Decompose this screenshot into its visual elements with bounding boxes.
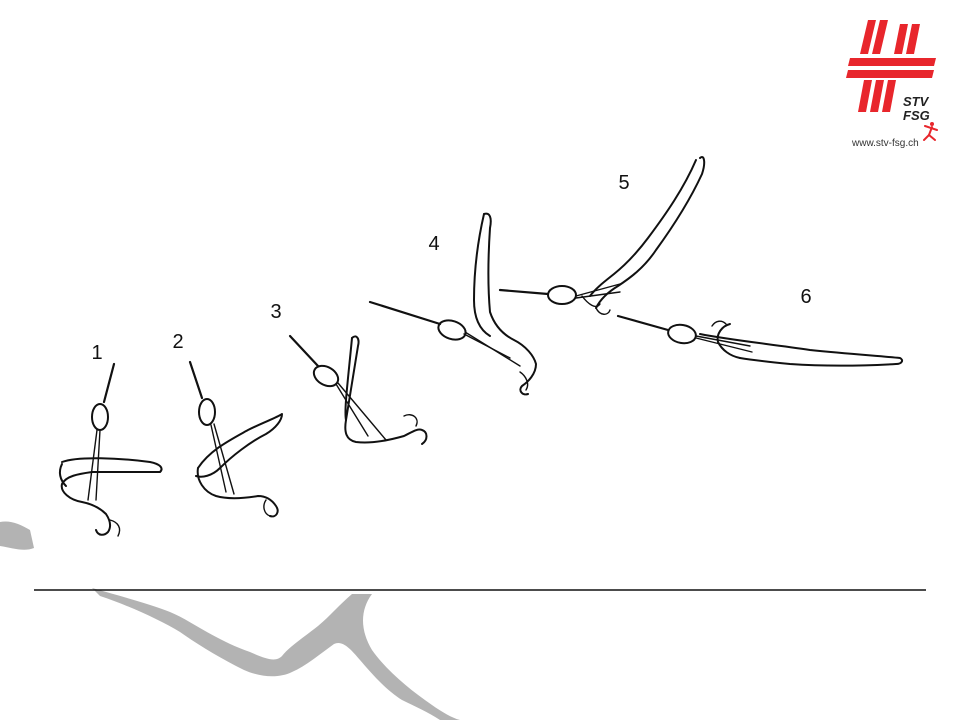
step-label-4: 4: [428, 233, 439, 255]
gymnast-figure-4: [368, 212, 537, 396]
stv-fsg-logo: STV FSG www.stv-fsg.ch: [846, 20, 938, 149]
logo-url: www.stv-fsg.ch: [851, 138, 919, 149]
step-label-2: 2: [172, 331, 183, 353]
gymnast-figure-2: [188, 360, 283, 518]
swiss-cross-stripes-icon: [846, 20, 936, 112]
gymnast-figure-6: [616, 314, 904, 367]
step-label-3: 3: [270, 301, 281, 323]
logo-line-fsg: FSG: [903, 108, 930, 123]
step-label-6: 6: [800, 286, 811, 308]
gymnast-figure-3: [288, 334, 428, 445]
gymnast-icon: [923, 122, 938, 141]
gymnast-figure-5: [498, 156, 706, 315]
step-label-5: 5: [618, 172, 629, 194]
logo-line-stv: STV: [903, 94, 930, 109]
gymnast-figure-1: [58, 362, 163, 537]
step-label-1: 1: [91, 342, 102, 364]
background-silhouette: [0, 521, 460, 720]
